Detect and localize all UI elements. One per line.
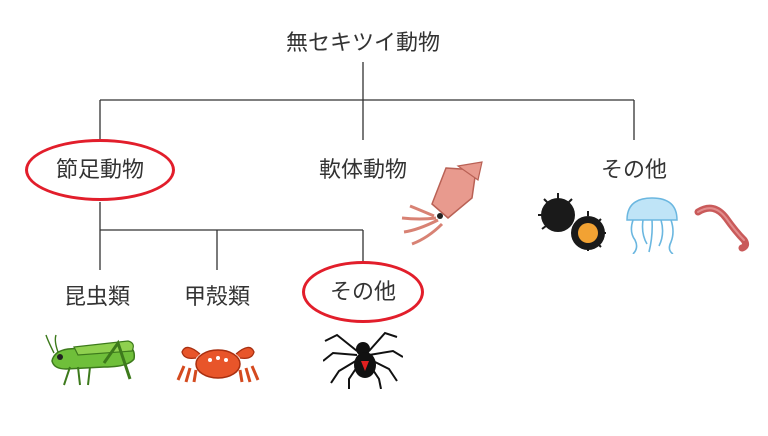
- squid-icon: [401, 161, 483, 246]
- arthropod-highlight-ring: [25, 139, 175, 201]
- jellyfish-icon: [626, 197, 678, 254]
- crab-icon: [176, 346, 260, 383]
- node-other-arthropods-label: その他: [329, 280, 397, 305]
- earthworm-icon: [694, 204, 750, 252]
- node-arthropods-label: 節足動物: [55, 158, 145, 183]
- other-arthropods-highlight-ring: [302, 261, 424, 323]
- spider-icon: [323, 331, 403, 389]
- root-node-label: 無セキツイ動物: [285, 31, 441, 56]
- node-insects-label: 昆虫類: [63, 285, 131, 310]
- grasshopper-icon: [45, 334, 136, 386]
- sea-urchin-icon: [538, 193, 606, 251]
- node-other-invertebrates-label: その他: [600, 158, 668, 183]
- node-crustaceans-label: 甲殻類: [183, 285, 251, 310]
- node-mollusks-label: 軟体動物: [318, 158, 408, 183]
